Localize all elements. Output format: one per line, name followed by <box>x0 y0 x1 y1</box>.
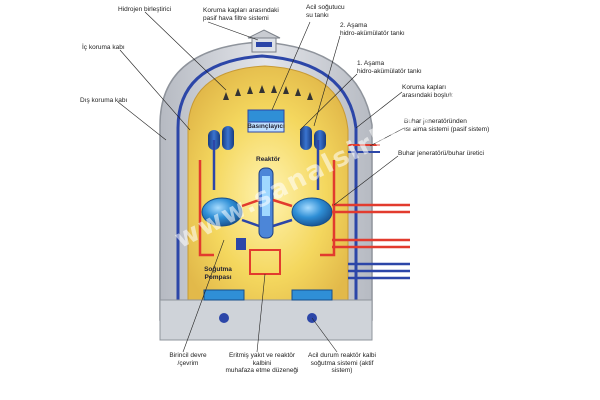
steam-generator-right <box>291 197 333 227</box>
passive-filter-duct <box>176 54 358 320</box>
label-passive-filter: Koruma kapları arasındaki pasif hava fil… <box>203 7 279 22</box>
label-cooling-pump: Soğutma Pompası <box>204 266 232 281</box>
steam-generator-left <box>201 197 243 227</box>
hydrogen-recombiners <box>223 85 313 100</box>
core-catcher-right <box>291 289 333 301</box>
stage2-tank-right <box>314 130 326 150</box>
foundation <box>159 299 373 341</box>
label-stage1-tank: 1. Aşama hidro-akümülatör tankı <box>357 60 422 75</box>
label-steam-generator: Buhar jeneratörü/buhar üretici <box>398 150 484 157</box>
label-inner-containment: İç koruma kabı <box>82 44 125 51</box>
label-outer-containment: Dış koruma kabı <box>80 97 128 104</box>
top-filter-roof <box>247 29 281 39</box>
label-hydrogen-recombiner: Hidrojen birleştirici <box>118 6 172 13</box>
stage1-tank-right <box>300 126 312 150</box>
label-core-catcher: Eritmiş yakıt ve reaktör kalbini muhafaz… <box>225 352 299 374</box>
label-emergency-tank: Acil soğutucu su tankı <box>306 4 345 19</box>
label-stage2-tank: 2. Aşama hidro-akümülatör tankı <box>340 22 405 37</box>
stage2-tank-left <box>222 126 234 150</box>
label-containment-gap: Koruma kapları arasındaki boşluk <box>402 84 453 99</box>
active-cooling-pump-left <box>219 313 229 323</box>
label-reactor: Reaktör <box>256 156 281 163</box>
steam-removal-lines <box>348 144 380 153</box>
cooling-pump <box>236 238 246 250</box>
core-catcher-left <box>203 289 245 301</box>
label-active-cooling: Acil durum reaktör kalbi soğutma sistemi… <box>308 352 376 374</box>
reactor-core <box>262 176 270 216</box>
leader-lines <box>117 11 405 353</box>
label-pressurizer: Basınçlayıcı <box>247 123 285 130</box>
emergency-water-tank <box>247 109 285 123</box>
top-filter-vent <box>256 42 272 47</box>
label-primary-loop: Birincil devre /çevrim <box>169 352 207 367</box>
steam-outlet-pipes <box>332 203 410 280</box>
primary-loop-piping <box>198 140 336 257</box>
label-steam-removal: Buhar jeneratöründen ısı alma sistemi (p… <box>404 118 490 133</box>
